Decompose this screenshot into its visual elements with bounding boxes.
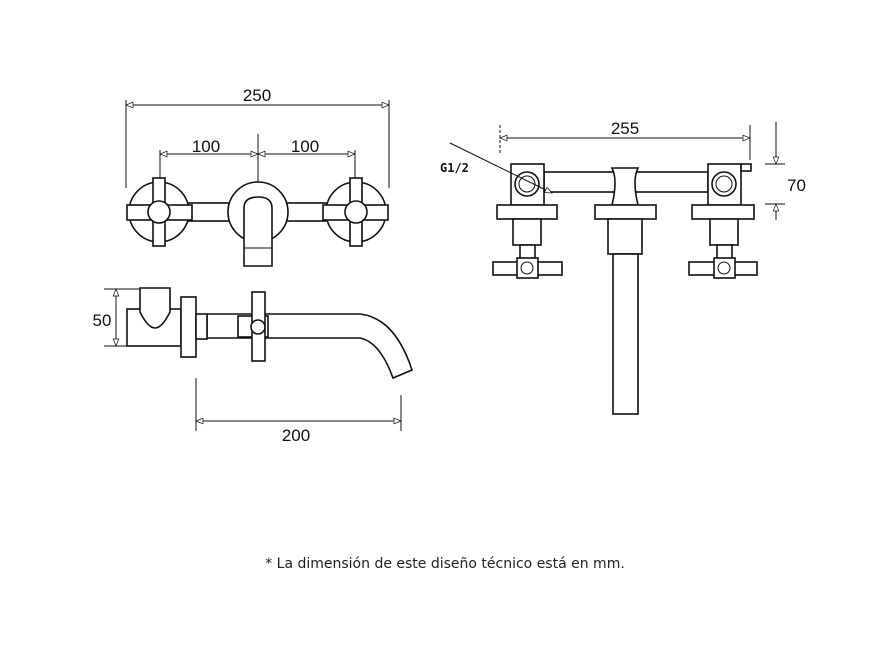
left-handle: [126, 177, 193, 247]
dimension-100-right: 100: [291, 137, 319, 156]
spout-front: [227, 181, 289, 267]
right-valve: [688, 163, 758, 279]
left-valve: [492, 163, 563, 279]
right-handle: [322, 177, 389, 247]
thread-label: G1/2: [440, 161, 469, 175]
thread-leader-line: [449, 142, 553, 194]
dimension-250: 250: [243, 86, 271, 105]
dimension-50: 50: [93, 311, 112, 330]
dimension-70: 70: [787, 176, 806, 195]
dimension-200: 200: [282, 426, 310, 445]
side-view: 50 200: [93, 287, 413, 445]
footnote: * La dimensión de este diseño técnico es…: [265, 556, 625, 572]
dimension-255: 255: [611, 119, 639, 138]
top-view: 255 70: [440, 119, 806, 415]
dimension-100-left: 100: [192, 137, 220, 156]
front-view: 250 100 100: [125, 86, 390, 267]
